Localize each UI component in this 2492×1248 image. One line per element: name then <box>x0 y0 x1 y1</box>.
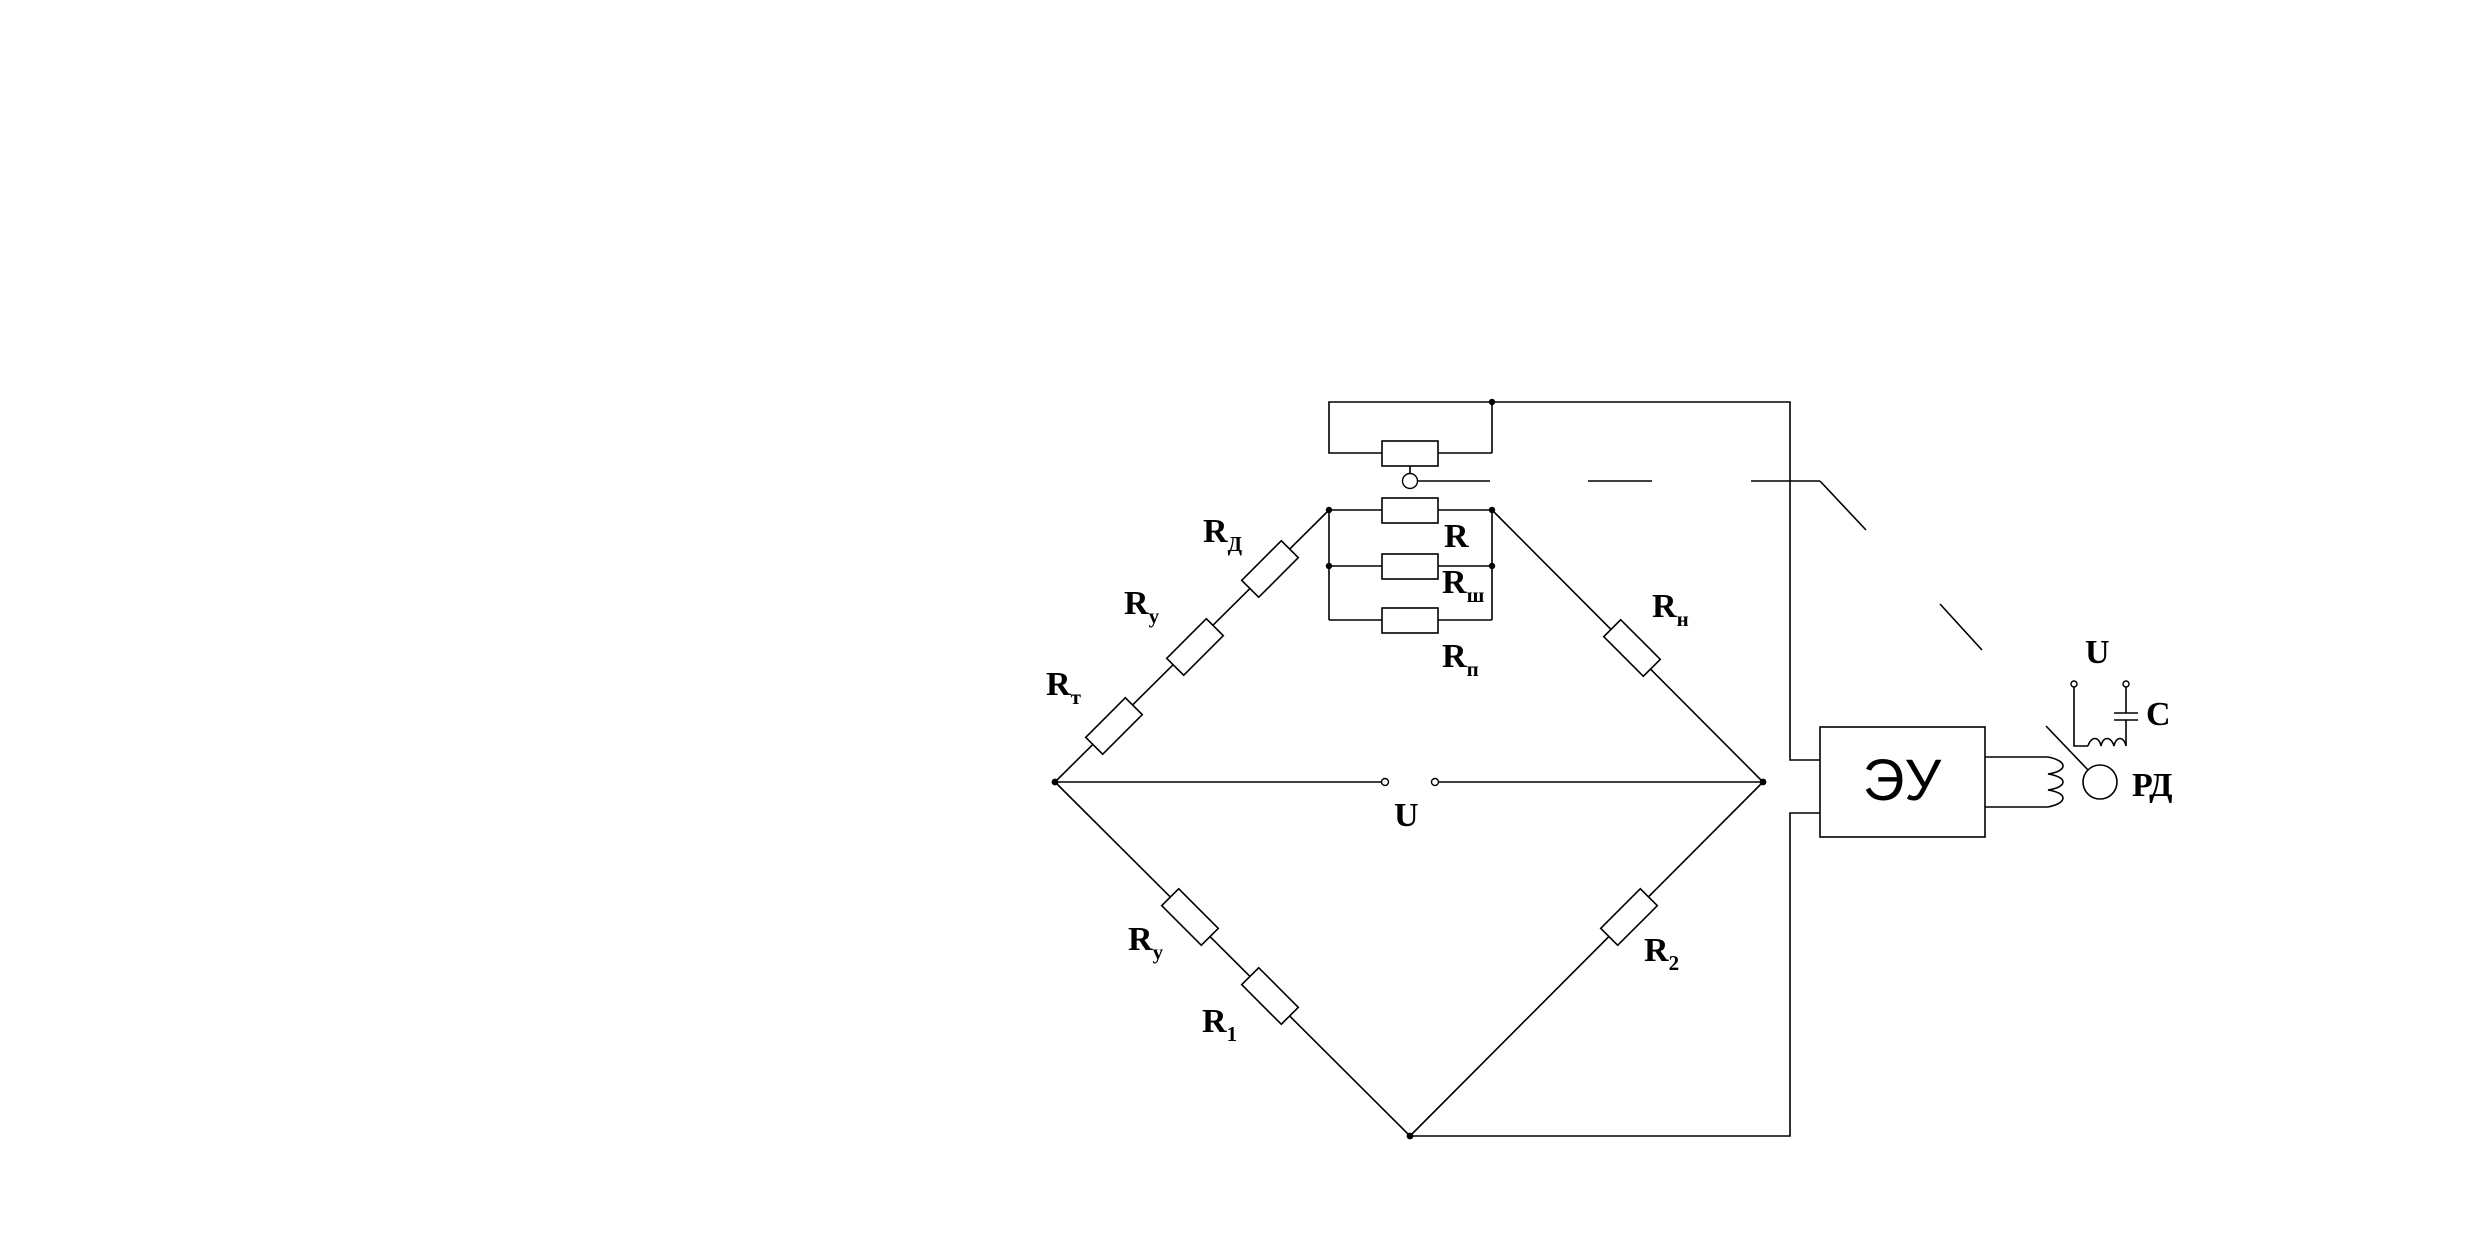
resistor-r-p <box>1381 607 1439 634</box>
resistor-r-2 <box>1599 887 1659 947</box>
wire-lower-right-arm <box>1409 781 1764 1137</box>
wire-pot-left <box>1328 401 1492 454</box>
node-dot <box>1488 562 1496 570</box>
supply-terminal-left <box>1380 777 1390 787</box>
wire-lower-left-arm <box>1054 781 1411 1137</box>
label-u-bridge: U <box>1394 797 1419 834</box>
node-left <box>1051 778 1059 786</box>
label-r-n: Rн <box>1652 588 1689 631</box>
eu-label: ЭУ <box>1863 748 1943 813</box>
node-bottom <box>1406 1132 1414 1140</box>
label-rd: РД <box>2132 767 2173 804</box>
arm-resistors <box>1084 539 1662 1026</box>
node-dot <box>1325 562 1333 570</box>
supply-terminal-right <box>1430 777 1440 787</box>
slider-contact <box>1401 472 1419 490</box>
resistor-r <box>1381 497 1439 524</box>
resistor-r-y-top <box>1165 617 1225 677</box>
label-r-2: R2 <box>1644 932 1679 975</box>
label-r-y-bottom: Rу <box>1128 921 1164 964</box>
component-labels: RД Rу Rт R Rш Rп Rн U Rу R1 R2 U C РД <box>1046 513 2173 1046</box>
label-r: R <box>1444 518 1469 555</box>
relay-switch <box>2045 725 2089 771</box>
amplifier-eu: ЭУ <box>1819 726 1986 838</box>
eu-box <box>1819 726 1986 838</box>
label-r-p: Rп <box>1442 638 1479 681</box>
resistor-r-sh <box>1381 553 1439 580</box>
node-dot <box>1488 398 1496 406</box>
label-r-y-top: Rу <box>1124 585 1160 628</box>
label-r-sh: Rш <box>1442 564 1485 607</box>
label-c: C <box>2146 696 2171 733</box>
resistor-r-n <box>1602 618 1662 678</box>
resistor-r-1 <box>1240 966 1300 1026</box>
resistor-r-t <box>1084 696 1144 756</box>
top-resistor-group <box>1325 398 1496 634</box>
supply-terminal <box>2122 680 2130 688</box>
node-dot <box>1488 506 1496 514</box>
label-r-1: R1 <box>1202 1003 1237 1046</box>
wire-top-feed <box>1492 401 1820 761</box>
output-stage <box>1985 680 2138 808</box>
resistor-pot-top <box>1381 440 1439 467</box>
supply-coil <box>2087 737 2127 747</box>
label-r-d: RД <box>1203 513 1243 556</box>
label-u-supply: U <box>2085 634 2110 671</box>
relay-coil <box>2047 756 2064 808</box>
label-r-t: Rт <box>1046 666 1082 709</box>
wire-bottom-return <box>1410 812 1820 1137</box>
node-right <box>1759 778 1767 786</box>
supply-terminal <box>2070 680 2078 688</box>
mechanical-link <box>1588 480 1983 651</box>
bridge-wires <box>1054 401 1820 1137</box>
bridge-nodes <box>1051 777 1767 1140</box>
resistor-r-d <box>1240 539 1300 599</box>
node-dot <box>1325 506 1333 514</box>
resistor-r-y-bottom <box>1160 887 1220 947</box>
motor-rd <box>2082 764 2118 800</box>
